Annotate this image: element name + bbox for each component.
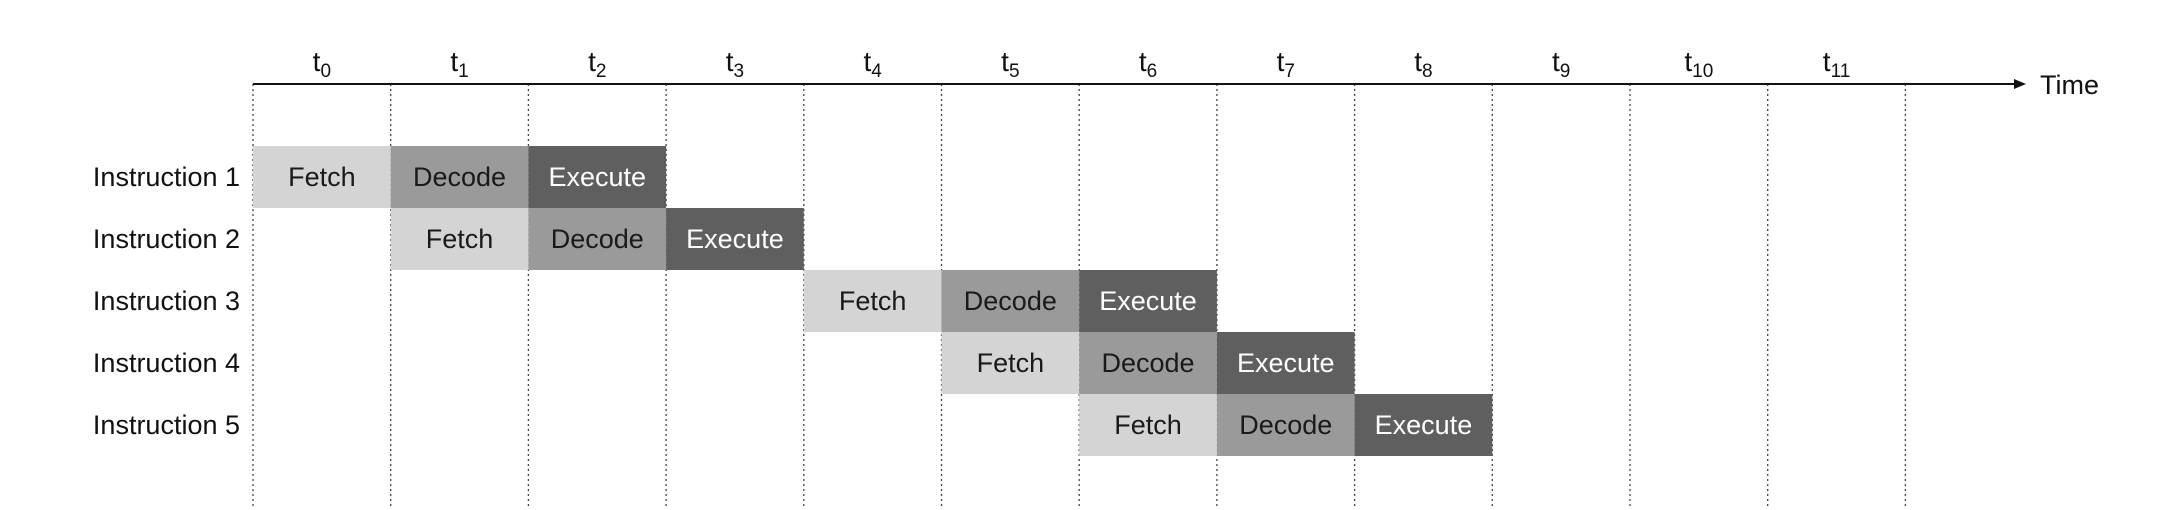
instruction-label: Instruction 5 [93, 410, 240, 440]
time-axis: Time [253, 70, 2099, 100]
stage-label: Execute [686, 224, 784, 254]
stage-rect [1354, 394, 1493, 456]
stage-label: Fetch [288, 162, 356, 192]
stage-block-decode: Decode [941, 270, 1080, 332]
instruction-label: Instruction 4 [93, 348, 240, 378]
time-tick-label: t5 [1001, 46, 1019, 82]
stage-label: Fetch [426, 224, 494, 254]
instruction-label: Instruction 2 [93, 224, 240, 254]
time-tick-label: t6 [1139, 46, 1157, 82]
stage-rect [941, 332, 1080, 394]
time-tick-label: t11 [1823, 46, 1851, 82]
time-tick-label: t8 [1414, 46, 1432, 82]
time-tick-label: t1 [450, 46, 468, 82]
stage-rect [390, 208, 529, 270]
stage-label: Fetch [977, 348, 1045, 378]
stage-block-fetch: Fetch [803, 270, 942, 332]
stage-rect [528, 146, 667, 208]
stage-block-fetch: Fetch [941, 332, 1080, 394]
stage-label: Decode [1102, 348, 1195, 378]
stage-rect [941, 270, 1080, 332]
time-tick-label: t3 [726, 46, 744, 82]
stage-rect [1216, 332, 1355, 394]
stage-label: Decode [1239, 410, 1332, 440]
stage-rect [1216, 394, 1355, 456]
time-tick-labels: t0 t1 t2 t3 t4 t5 t6 t7 t8 t9 t10 t11 [313, 46, 1851, 82]
time-tick-label: t9 [1552, 46, 1570, 82]
stage-rect [1079, 270, 1217, 332]
stage-label: Execute [548, 162, 646, 192]
stage-block-decode: Decode [1216, 394, 1355, 456]
time-axis-label: Time [2040, 70, 2099, 100]
time-tick-label: t0 [313, 46, 331, 82]
stage-block-execute: Execute [528, 146, 667, 208]
stage-label: Execute [1375, 410, 1473, 440]
stage-rect [1079, 332, 1217, 394]
instruction-labels: Instruction 1 Instruction 2 Instruction 3 I… [93, 162, 240, 440]
time-tick-label: t7 [1277, 46, 1295, 82]
stage-block-fetch: Fetch [253, 146, 391, 208]
instruction-label: Instruction 1 [93, 162, 240, 192]
stage-block-decode: Decode [390, 146, 529, 208]
stage-label: Decode [964, 286, 1057, 316]
time-tick-label: t2 [588, 46, 606, 82]
stage-label: Fetch [1114, 410, 1182, 440]
stage-block-execute: Execute [666, 208, 804, 270]
stage-rect [666, 208, 804, 270]
stage-rect [1079, 394, 1217, 456]
time-tick-label: t4 [863, 46, 882, 82]
stage-label: Decode [413, 162, 506, 192]
stage-block-execute: Execute [1079, 270, 1217, 332]
time-tick-label: t10 [1684, 46, 1713, 82]
stage-rect [390, 146, 529, 208]
instruction-label: Instruction 3 [93, 286, 240, 316]
stage-block-execute: Execute [1216, 332, 1355, 394]
stage-rect [253, 146, 391, 208]
stage-block-fetch: Fetch [1079, 394, 1217, 456]
stage-rect [803, 270, 942, 332]
stage-block-decode: Decode [528, 208, 667, 270]
stage-rect [528, 208, 667, 270]
stage-label: Execute [1099, 286, 1197, 316]
time-axis-arrowhead [2014, 79, 2026, 89]
stage-label: Decode [551, 224, 644, 254]
stage-block-execute: Execute [1354, 394, 1493, 456]
stage-block-fetch: Fetch [390, 208, 529, 270]
stage-label: Execute [1237, 348, 1335, 378]
stage-label: Fetch [839, 286, 907, 316]
stage-block-decode: Decode [1079, 332, 1217, 394]
